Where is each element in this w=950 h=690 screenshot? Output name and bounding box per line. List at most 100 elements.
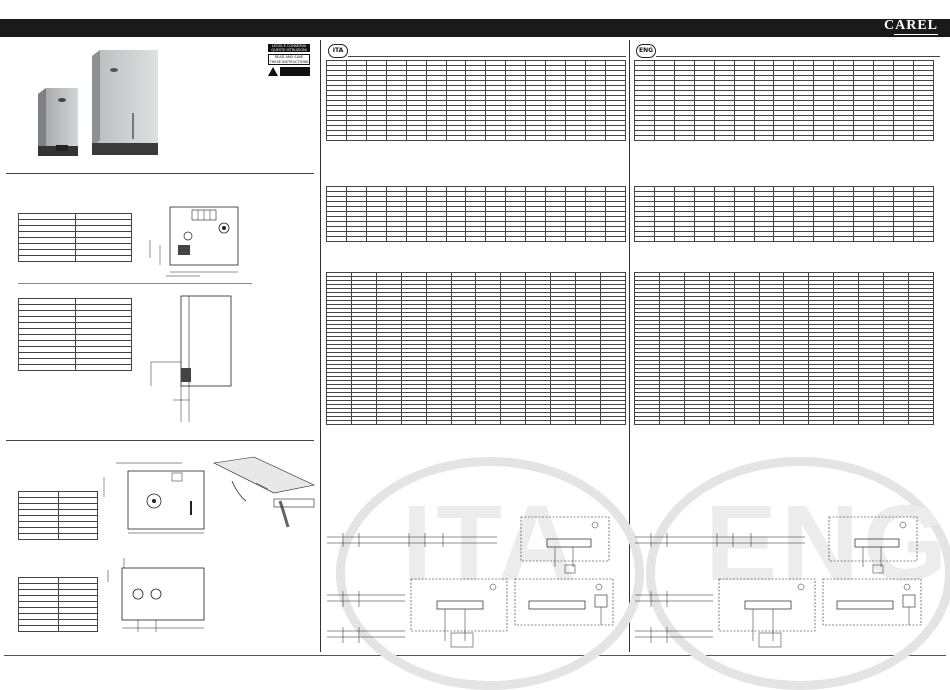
table-cell [793, 135, 815, 141]
table-cell [475, 420, 502, 425]
product-photo [38, 50, 158, 156]
wiring-diagrams-ita [327, 516, 614, 648]
front-view-drawing [149, 206, 239, 277]
table-cell [813, 236, 835, 242]
table-cell [345, 135, 367, 141]
table-cell [653, 135, 675, 141]
table-cell [525, 420, 552, 425]
table-cell [385, 236, 407, 242]
dimension-table-1 [18, 213, 132, 262]
table-cell [773, 135, 795, 141]
table-cell [575, 420, 601, 425]
table-cell [813, 135, 835, 141]
table-cell [365, 236, 387, 242]
table-cell [708, 420, 735, 425]
brand-logo: CAREL [883, 18, 938, 33]
table-cell [74, 255, 132, 262]
table-cell [713, 135, 735, 141]
table-cell [808, 420, 835, 425]
table-cell [385, 135, 407, 141]
table-cell [683, 420, 710, 425]
table-cell [833, 236, 855, 242]
table-cell [658, 420, 685, 425]
table-cell [545, 236, 567, 242]
table-cell [733, 236, 755, 242]
column-divider-right [629, 40, 630, 652]
table-cell [326, 135, 347, 141]
table-cell [425, 420, 452, 425]
table-cell [345, 236, 367, 242]
table-cell [858, 420, 885, 425]
spec-table-models-ita [326, 60, 627, 141]
table-cell [365, 135, 387, 141]
table-cell [793, 236, 815, 242]
table-cell [450, 420, 477, 425]
table-cell [892, 236, 914, 242]
table-cell [873, 236, 894, 242]
table-cell [525, 236, 547, 242]
table-cell [465, 236, 487, 242]
eng-title-rule [656, 56, 940, 57]
table-cell [584, 135, 606, 141]
table-cell [425, 236, 447, 242]
table-cell [892, 135, 914, 141]
table-cell [773, 236, 795, 242]
spec-table-power-ita [326, 186, 627, 242]
table-cell [425, 135, 447, 141]
table-cell [753, 236, 775, 242]
table-cell [584, 236, 606, 242]
bottom-view-drawing [107, 558, 205, 632]
table-cell [604, 135, 627, 141]
dimension-table-4 [18, 577, 98, 632]
table-cell [912, 135, 935, 141]
table-cell [525, 135, 547, 141]
table-cell [550, 420, 577, 425]
table-cell [405, 135, 427, 141]
table-cell [783, 420, 810, 425]
warning-label: LEGGI E CONSERVA QUESTE ISTRUZIONI READ … [268, 44, 310, 84]
table-cell [445, 236, 467, 242]
table-cell [350, 420, 377, 425]
column-divider-left [320, 40, 321, 652]
spec-table-power-eng [634, 186, 935, 242]
table-cell [545, 135, 567, 141]
table-cell [18, 625, 59, 632]
warning-label-eng: READ AND SAVE THESE INSTRUCTIONS [268, 54, 310, 65]
table-cell [565, 236, 586, 242]
table-cell [853, 236, 875, 242]
spec-table-models-eng [634, 60, 935, 141]
top-view-drawing [103, 462, 205, 534]
hazard-symbol-block [280, 67, 310, 76]
table-cell [912, 236, 935, 242]
table-cell [733, 420, 760, 425]
hazard-icon [268, 67, 278, 76]
table-cell [375, 420, 402, 425]
table-cell [465, 135, 487, 141]
section-rule-2 [18, 283, 252, 284]
side-view-drawing [150, 295, 232, 422]
dimension-table-3 [18, 491, 98, 540]
section-rule-3 [6, 440, 314, 441]
watermark-text-eng: ENG [705, 482, 950, 603]
table-cell [505, 236, 527, 242]
language-badge-eng: ENG [636, 44, 656, 58]
ita-title-rule [348, 56, 626, 57]
table-cell [634, 420, 660, 425]
table-cell [57, 533, 98, 540]
table-cell [833, 420, 860, 425]
table-cell [604, 236, 627, 242]
table-cell [74, 364, 132, 371]
table-cell [405, 236, 427, 242]
table-cell [500, 420, 527, 425]
dimension-table-2 [18, 298, 132, 371]
wiring-diagrams-eng [635, 516, 922, 648]
warning-label-ita: LEGGI E CONSERVA QUESTE ISTRUZIONI [268, 44, 310, 52]
table-cell [758, 420, 785, 425]
section-rule-1 [6, 173, 314, 174]
installation-sketch [213, 456, 315, 528]
table-cell [634, 135, 655, 141]
table-cell [326, 420, 352, 425]
table-cell [733, 135, 755, 141]
table-cell [693, 135, 715, 141]
table-cell [485, 135, 507, 141]
